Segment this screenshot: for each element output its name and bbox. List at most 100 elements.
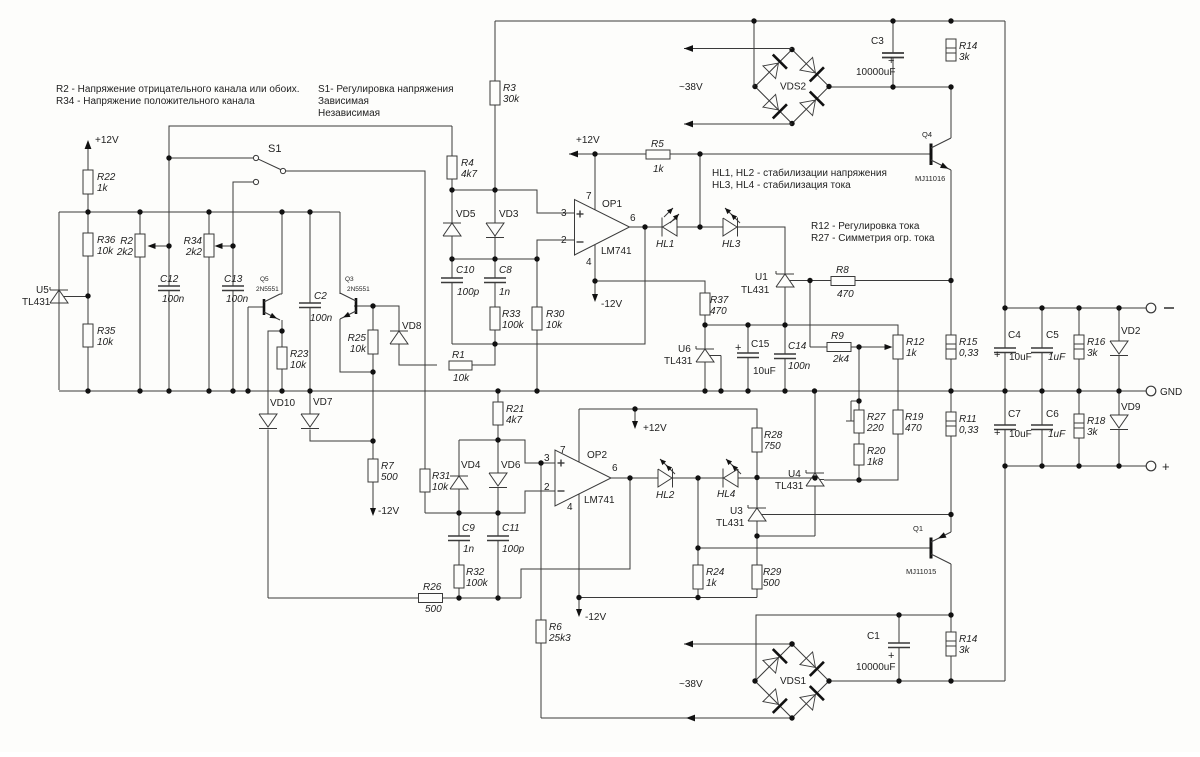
svg-text:30k: 30k (503, 94, 520, 105)
svg-text:R2: R2 (120, 236, 133, 247)
svg-text:C12: C12 (160, 274, 179, 285)
svg-text:C11: C11 (502, 523, 520, 534)
svg-text:U5: U5 (36, 285, 49, 296)
svg-text:TL431: TL431 (741, 285, 770, 296)
svg-text:HL2: HL2 (656, 490, 675, 501)
svg-text:10k: 10k (350, 344, 367, 355)
svg-text:2k4: 2k4 (832, 354, 850, 365)
svg-text:100k: 100k (466, 578, 489, 589)
svg-text:500: 500 (763, 578, 780, 589)
svg-text:Зависимая: Зависимая (318, 96, 369, 107)
svg-text:100n: 100n (162, 294, 185, 305)
svg-text:1uF: 1uF (1048, 352, 1066, 363)
svg-text:HL3: HL3 (722, 239, 741, 250)
svg-text:2k2: 2k2 (185, 247, 203, 258)
svg-text:1k: 1k (706, 578, 718, 589)
svg-text:OP1: OP1 (602, 199, 622, 210)
svg-text:R34 - Напряжение положительног: R34 - Напряжение положительного канала (56, 96, 255, 107)
svg-text:C3: C3 (871, 36, 884, 47)
svg-text:OP2: OP2 (587, 450, 607, 461)
svg-text:+: + (888, 55, 894, 67)
svg-text:7: 7 (560, 445, 566, 456)
svg-text:1n: 1n (499, 287, 511, 298)
svg-text:Независимая: Независимая (318, 108, 380, 119)
svg-text:100p: 100p (457, 287, 480, 298)
svg-text:10k: 10k (290, 360, 307, 371)
svg-text:R9: R9 (831, 331, 844, 342)
svg-text:R21: R21 (506, 404, 524, 415)
svg-text:R1: R1 (452, 350, 465, 361)
svg-text:+12V: +12V (643, 423, 667, 434)
svg-text:HL3, HL4 - стабилизация тока: HL3, HL4 - стабилизация тока (712, 179, 851, 191)
svg-text:R23: R23 (290, 349, 309, 360)
svg-text:R6: R6 (549, 622, 562, 633)
svg-text:VD8: VD8 (402, 321, 422, 332)
svg-text:10k: 10k (97, 246, 114, 257)
svg-text:10uF: 10uF (1009, 352, 1032, 363)
svg-text:Q5: Q5 (260, 276, 269, 283)
svg-text:GND: GND (1160, 387, 1182, 398)
svg-text:10k: 10k (432, 482, 449, 493)
svg-text:R15: R15 (959, 337, 978, 348)
svg-text:3k: 3k (1087, 427, 1099, 438)
svg-text:MJ11016: MJ11016 (915, 174, 945, 183)
svg-text:VD10: VD10 (270, 398, 295, 409)
svg-text:C5: C5 (1046, 330, 1059, 341)
svg-text:+12V: +12V (576, 135, 600, 146)
svg-text:2: 2 (544, 482, 550, 493)
svg-text:100n: 100n (310, 313, 333, 324)
svg-text:+: + (735, 342, 741, 354)
svg-text:R36: R36 (97, 235, 116, 246)
svg-text:R3: R3 (503, 83, 516, 94)
svg-text:10uF: 10uF (753, 366, 776, 377)
svg-text:10000uF: 10000uF (856, 67, 895, 78)
svg-text:100n: 100n (788, 361, 811, 372)
svg-text:7: 7 (586, 191, 592, 202)
svg-text:4: 4 (567, 502, 573, 513)
svg-text:VD9: VD9 (1121, 402, 1141, 413)
svg-text:-12V: -12V (378, 506, 399, 517)
svg-text:VD5: VD5 (456, 209, 476, 220)
svg-text:R4: R4 (461, 158, 474, 169)
svg-text:R25: R25 (348, 333, 367, 344)
svg-text:C9: C9 (462, 523, 475, 534)
svg-text:R20: R20 (867, 446, 886, 457)
svg-text:TL431: TL431 (716, 518, 745, 529)
svg-text:C2: C2 (314, 291, 327, 302)
svg-text:VD3: VD3 (499, 209, 519, 220)
svg-text:R22: R22 (97, 172, 116, 183)
svg-text:470: 470 (710, 306, 727, 317)
svg-text:C14: C14 (788, 341, 807, 352)
svg-text:100k: 100k (502, 320, 525, 331)
svg-text:R34: R34 (184, 236, 203, 247)
svg-text:S1- Регулировка напряжения: S1- Регулировка напряжения (318, 84, 454, 95)
svg-text:VD4: VD4 (461, 460, 481, 471)
svg-text:Q4: Q4 (922, 130, 932, 139)
svg-text:1k: 1k (906, 348, 918, 359)
svg-text:100p: 100p (502, 544, 525, 555)
svg-text:~38V: ~38V (679, 82, 703, 93)
svg-text:3: 3 (544, 453, 550, 464)
svg-text:C6: C6 (1046, 409, 1059, 420)
svg-text:R26: R26 (423, 582, 442, 593)
svg-text:HL1, HL2 - стабилизации напряж: HL1, HL2 - стабилизации напряжения (712, 167, 887, 179)
svg-text:Q3: Q3 (345, 276, 354, 283)
svg-text:R33: R33 (502, 309, 521, 320)
svg-text:R14: R14 (959, 634, 978, 645)
svg-text:HL4: HL4 (717, 489, 736, 500)
svg-text:R2 - Напряжение отрицательного: R2 - Напряжение отрицательного канала ил… (56, 83, 300, 95)
svg-text:3: 3 (561, 208, 567, 219)
svg-text:10k: 10k (97, 337, 114, 348)
svg-text:2k2: 2k2 (116, 247, 134, 258)
svg-text:R29: R29 (763, 567, 782, 578)
svg-text:LM741: LM741 (584, 495, 615, 506)
svg-text:3k: 3k (959, 645, 971, 656)
svg-text:R31: R31 (432, 471, 450, 482)
svg-text:C10: C10 (456, 265, 475, 276)
svg-text:R35: R35 (97, 326, 116, 337)
svg-text:R14: R14 (959, 41, 978, 52)
svg-text:220: 220 (866, 423, 884, 434)
svg-text:-12V: -12V (585, 612, 606, 623)
svg-text:LM741: LM741 (601, 246, 632, 257)
svg-text:0,33: 0,33 (959, 425, 979, 436)
